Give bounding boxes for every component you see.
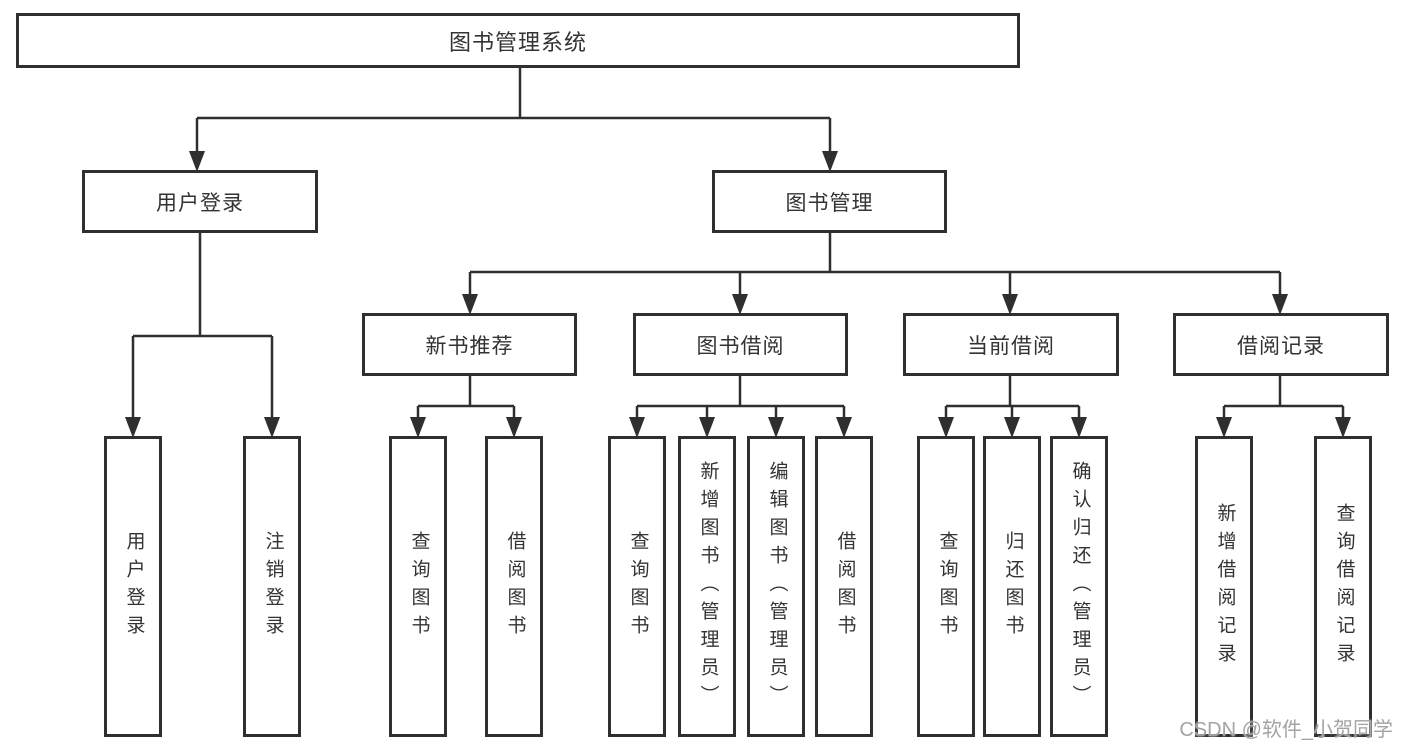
leaf-borrow-books-recommend: 借阅图书 — [485, 436, 543, 737]
node-new-book-recommend: 新书推荐 — [362, 313, 577, 376]
leaf-borrow-books: 借阅图书 — [815, 436, 873, 737]
leaf-query-borrow-record: 查询借阅记录 — [1314, 436, 1372, 737]
node-user-login-branch: 用户登录 — [82, 170, 318, 233]
node-book-borrow: 图书借阅 — [633, 313, 848, 376]
leaf-add-borrow-record: 新增借阅记录 — [1195, 436, 1253, 737]
leaf-label: 新增借阅记录 — [1214, 502, 1236, 671]
node-library-management-system: 图书管理系统 — [16, 13, 1020, 68]
leaf-return-books: 归还图书 — [983, 436, 1041, 737]
leaf-label: 归还图书 — [1002, 530, 1024, 643]
leaf-label: 用户登录 — [123, 530, 145, 643]
csdn-watermark: CSDN @软件_小贺同学 — [1179, 719, 1393, 741]
leaf-label: 查询借阅记录 — [1333, 502, 1355, 671]
leaf-label: 编辑图书（管理员） — [766, 460, 788, 713]
leaf-query-books-borrow: 查询图书 — [608, 436, 666, 737]
leaf-logout: 注销登录 — [243, 436, 301, 737]
leaf-label: 查询图书 — [627, 530, 649, 643]
leaf-query-books-recommend: 查询图书 — [389, 436, 447, 737]
leaf-label: 借阅图书 — [834, 530, 856, 643]
leaf-label: 确认归还（管理员） — [1069, 460, 1091, 713]
leaf-label: 新增图书（管理员） — [697, 460, 719, 713]
leaf-label: 查询图书 — [408, 530, 430, 643]
leaf-label: 查询图书 — [936, 530, 958, 643]
leaf-add-books-admin: 新增图书（管理员） — [678, 436, 736, 737]
arrowheads — [125, 151, 1351, 438]
leaf-label: 借阅图书 — [504, 530, 526, 643]
node-book-management-branch: 图书管理 — [712, 170, 947, 233]
leaf-label: 注销登录 — [262, 530, 284, 643]
node-borrow-record: 借阅记录 — [1173, 313, 1389, 376]
leaf-edit-books-admin: 编辑图书（管理员） — [747, 436, 805, 737]
leaf-query-books-current: 查询图书 — [917, 436, 975, 737]
leaf-user-login: 用户登录 — [104, 436, 162, 737]
node-current-borrow: 当前借阅 — [903, 313, 1119, 376]
leaf-confirm-return-admin: 确认归还（管理员） — [1050, 436, 1108, 737]
